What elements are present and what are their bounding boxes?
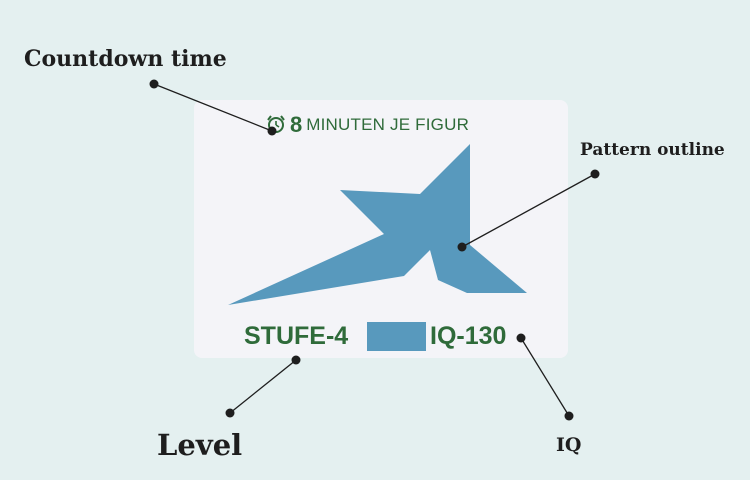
iq-dot-inner (516, 333, 526, 343)
color-swatch (367, 322, 426, 351)
callout-level: Level (157, 428, 243, 462)
countdown-leader-line (153, 83, 273, 132)
pattern-dot-inner (457, 242, 467, 252)
iq-label: IQ-130 (430, 322, 507, 350)
callout-countdown-time: Countdown time (24, 46, 227, 72)
timer-text: MINUTEN JE FIGUR (306, 115, 470, 134)
countdown-dot-inner (267, 126, 277, 136)
callout-iq: IQ (556, 434, 582, 456)
level-dot-inner (291, 355, 301, 365)
pattern-leader-line (461, 173, 596, 248)
callout-pattern-outline: Pattern outline (580, 140, 725, 160)
timer-minutes: 8 (290, 112, 303, 137)
level-leader-line (229, 359, 297, 414)
timer-label: 8 MINUTEN JE FIGUR (268, 112, 469, 138)
countdown-dot-outer (149, 79, 159, 89)
pattern-shape (228, 144, 527, 305)
iq-leader-line (520, 337, 570, 417)
pattern-dot-outer (590, 169, 600, 179)
level-dot-outer (225, 408, 235, 418)
iq-dot-outer (564, 411, 574, 421)
level-label: STUFE-4 (244, 322, 349, 350)
